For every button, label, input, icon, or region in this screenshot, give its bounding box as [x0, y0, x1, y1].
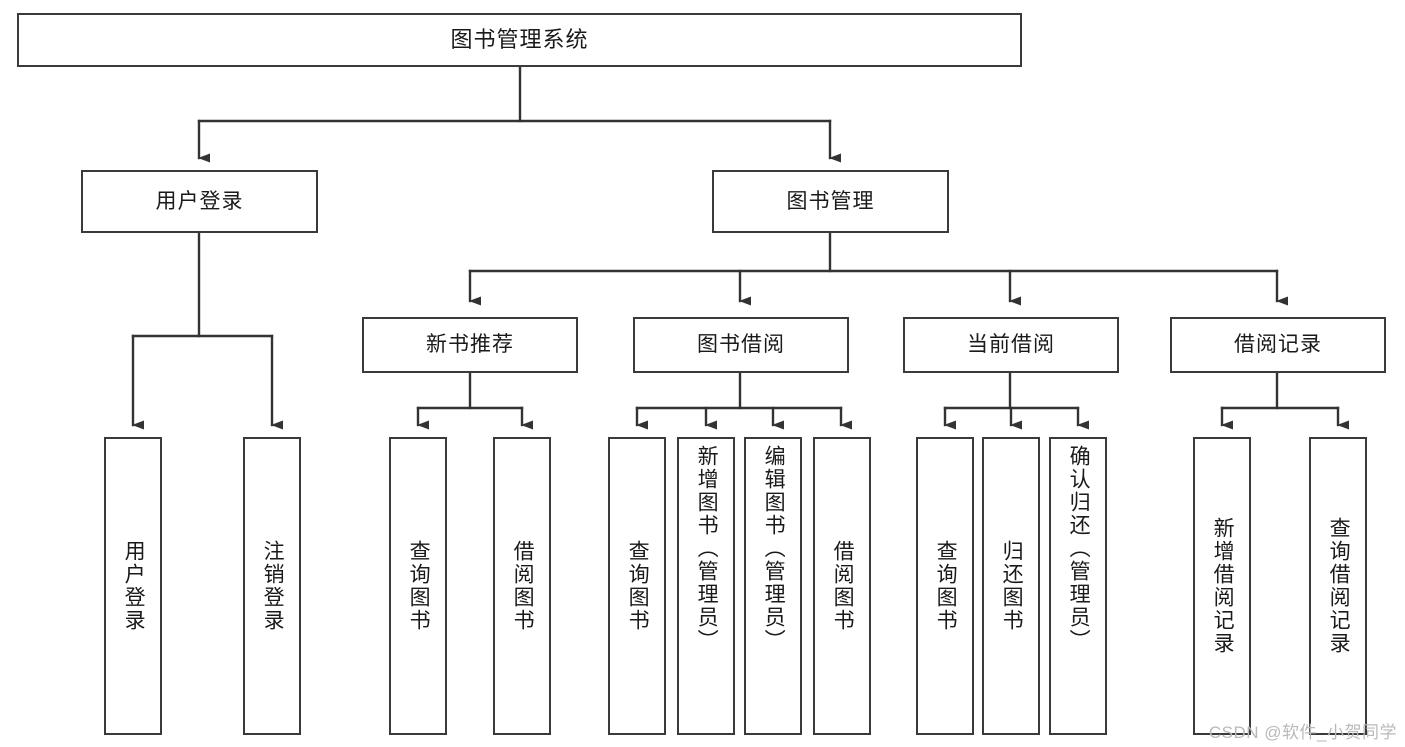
node-root[interactable]: 图书管理系统: [17, 13, 1022, 67]
leaf-return-book-label: 归还图书: [1000, 540, 1024, 632]
leaf-query-book-2[interactable]: 查询图书: [608, 437, 666, 735]
leaf-user-login-label: 用户登录: [122, 540, 146, 632]
node-current-borrow[interactable]: 当前借阅: [903, 317, 1119, 373]
watermark: CSDN @软件_小贺同学: [1208, 723, 1397, 742]
leaf-user-login[interactable]: 用户登录: [104, 437, 162, 735]
leaf-query-book-3-label: 查询图书: [934, 540, 958, 632]
node-user-login-label: 用户登录: [155, 189, 244, 213]
node-new-book-recommend-label: 新书推荐: [426, 333, 514, 357]
leaf-query-record[interactable]: 查询借阅记录: [1309, 437, 1367, 735]
node-user-login[interactable]: 用户登录: [81, 170, 318, 233]
leaf-edit-book-label: 编辑图书（管理员）: [762, 445, 786, 652]
node-new-book-recommend[interactable]: 新书推荐: [362, 317, 578, 373]
leaf-add-book-label: 新增图书（管理员）: [695, 445, 719, 652]
leaf-query-book-2-label: 查询图书: [626, 540, 650, 632]
node-book-manage-label: 图书管理: [786, 189, 875, 213]
leaf-query-book-1-label: 查询图书: [407, 540, 431, 632]
leaf-return-book[interactable]: 归还图书: [982, 437, 1040, 735]
leaf-borrow-book-2-label: 借阅图书: [831, 540, 855, 632]
node-borrow-record[interactable]: 借阅记录: [1170, 317, 1386, 373]
node-current-borrow-label: 当前借阅: [967, 333, 1055, 357]
node-book-borrow-label: 图书借阅: [697, 333, 785, 357]
node-book-borrow[interactable]: 图书借阅: [633, 317, 849, 373]
leaf-user-logout-label: 注销登录: [261, 540, 285, 632]
leaf-add-record[interactable]: 新增借阅记录: [1193, 437, 1251, 735]
leaf-borrow-book-1-label: 借阅图书: [511, 540, 535, 632]
node-borrow-record-label: 借阅记录: [1234, 333, 1322, 357]
leaf-edit-book[interactable]: 编辑图书（管理员）: [744, 437, 802, 735]
leaf-borrow-book-1[interactable]: 借阅图书: [493, 437, 551, 735]
leaf-add-record-label: 新增借阅记录: [1211, 517, 1235, 655]
node-root-label: 图书管理系统: [450, 26, 589, 52]
leaf-confirm-return[interactable]: 确认归还（管理员）: [1049, 437, 1107, 735]
leaf-borrow-book-2[interactable]: 借阅图书: [813, 437, 871, 735]
node-book-manage[interactable]: 图书管理: [712, 170, 949, 233]
leaf-confirm-return-label: 确认归还（管理员）: [1067, 445, 1091, 652]
leaf-query-record-label: 查询借阅记录: [1327, 517, 1351, 655]
leaf-user-logout[interactable]: 注销登录: [243, 437, 301, 735]
leaf-query-book-3[interactable]: 查询图书: [916, 437, 974, 735]
leaf-query-book-1[interactable]: 查询图书: [389, 437, 447, 735]
leaf-add-book[interactable]: 新增图书（管理员）: [677, 437, 735, 735]
